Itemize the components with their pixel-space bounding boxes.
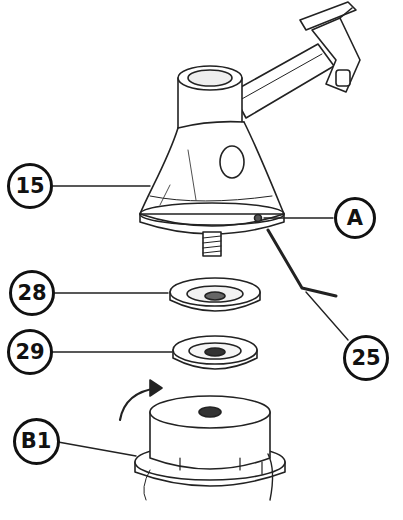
callout-number: 25 <box>351 348 380 369</box>
callout-number: 29 <box>15 342 44 363</box>
callout-circle: B1 <box>13 418 60 465</box>
callout-circle: 15 <box>7 163 53 209</box>
callout-number: B1 <box>21 431 52 452</box>
callout-circle: A <box>334 197 376 239</box>
callout-circle: 29 <box>7 329 53 375</box>
callout-circle: 28 <box>9 270 55 316</box>
callout-circle: 25 <box>343 335 389 381</box>
callout-number: 15 <box>15 176 44 197</box>
callout-number: 28 <box>17 283 46 304</box>
callout-number: A <box>347 208 363 229</box>
